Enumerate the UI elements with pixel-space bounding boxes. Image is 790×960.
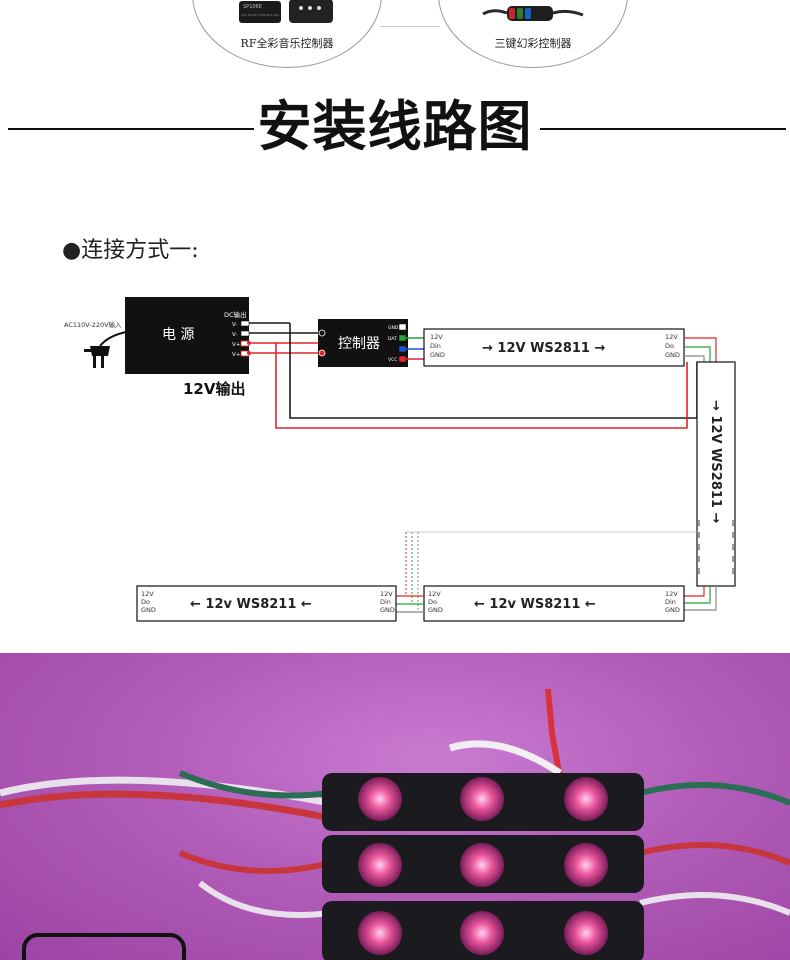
wiring-diagram: AC110V-220V输入 电 源 DC输出 V- V- V+ V+ 12V输出	[64, 297, 736, 622]
strip-pin-label: Din	[380, 598, 391, 606]
product-label: 三键幻彩控制器	[494, 37, 572, 50]
strip-pin-label: Din	[430, 342, 441, 350]
terminal-label: V-	[232, 322, 237, 328]
section-title-text: 安装线路图	[253, 95, 537, 158]
strip-label: ← 12v WS8211 ←	[474, 597, 596, 612]
strip-pin-label: 12V	[380, 590, 393, 598]
controller-pin-label: DAT	[388, 336, 397, 342]
strip-pin-label: GND	[665, 351, 680, 359]
device-subtext: LED MUSIC CONTROLLER	[241, 13, 279, 17]
three-key-controller-device	[482, 6, 584, 21]
controller-box	[318, 319, 408, 367]
power-plug-icon	[84, 331, 127, 368]
strip-pin-label: GND	[141, 606, 156, 614]
power-supply-label: 电 源	[162, 327, 194, 343]
controller-label: 控制器	[338, 336, 380, 352]
strip-pin-label: GND	[665, 606, 680, 614]
strip-pin-label: GND	[428, 606, 443, 614]
controller-output-terminals: GND DAT VCC	[388, 323, 407, 363]
section-title: 安装线路图	[0, 82, 790, 161]
circle-connector	[380, 26, 440, 27]
strip-pin-label: Do	[665, 342, 674, 350]
strip-pin-label: GND	[380, 606, 395, 614]
strip-pin-label: 12V	[141, 590, 154, 598]
strip-label: → 12V WS2811 →	[708, 400, 723, 524]
controller-pin-label: VCC	[388, 357, 397, 363]
dc-output-label: DC输出	[224, 310, 247, 319]
power-to-controller-wires	[247, 322, 325, 356]
power-output-caption: 12V输出	[183, 380, 245, 398]
strip-pin-label: 12V	[665, 333, 678, 341]
product-label: RF全彩音乐控制器	[240, 37, 334, 50]
ac-input-label: AC110V-220V输入	[64, 320, 122, 329]
terminal-label: V+	[232, 342, 241, 348]
led-module-photo	[0, 653, 790, 960]
controller-pin-label: GND	[388, 325, 399, 331]
strip-label: → 12V WS2811 →	[482, 341, 606, 356]
led-strip-1: 12V Din GND → 12V WS2811 → 12V Do GND	[423, 328, 685, 367]
device-text: SP106E	[243, 4, 262, 10]
led-strip-2: → 12V WS2811 →	[696, 361, 736, 587]
terminal-label: V+	[232, 352, 241, 358]
strip-pin-label: 12V	[428, 590, 441, 598]
led-strip-3: 12V Do GND ← 12v WS8211 ← 12V Din GND	[423, 585, 685, 622]
strip-pin-label: 12V	[665, 590, 678, 598]
strip-pin-label: 12V	[430, 333, 443, 341]
led-strip-4: 12V Do GND ← 12v WS8211 ← 12V Din GND	[136, 585, 397, 622]
title-rule-left	[8, 128, 264, 130]
strip-label: ← 12v WS8211 ←	[190, 597, 312, 612]
strip-pin-label: GND	[430, 351, 445, 359]
rf-remote-device	[289, 0, 333, 23]
aux-feed-wires	[405, 531, 697, 612]
power-supply-box	[125, 297, 249, 374]
product-circle-three-key-controller: 三键幻彩控制器	[438, 0, 628, 68]
strip-pin-label: Do	[141, 598, 150, 606]
strip-pin-label: Din	[665, 598, 676, 606]
strip-2-to-3-wires	[684, 586, 717, 611]
connection-method-heading: ●连接方式一:	[62, 238, 199, 263]
strip-1-to-2-wires	[684, 337, 717, 364]
title-rule-right	[540, 128, 786, 130]
strip-3-to-4-wires	[396, 595, 424, 613]
strip-pin-label: Do	[428, 598, 437, 606]
terminal-label: V-	[232, 332, 237, 338]
controller-to-strip-wires	[406, 337, 424, 360]
product-circle-rf-music-controller: SP106E LED MUSIC CONTROLLER RF全彩音乐控制器	[192, 0, 382, 68]
rf-controller-device: SP106E LED MUSIC CONTROLLER	[239, 1, 281, 23]
led-modules-illustration	[0, 688, 790, 960]
